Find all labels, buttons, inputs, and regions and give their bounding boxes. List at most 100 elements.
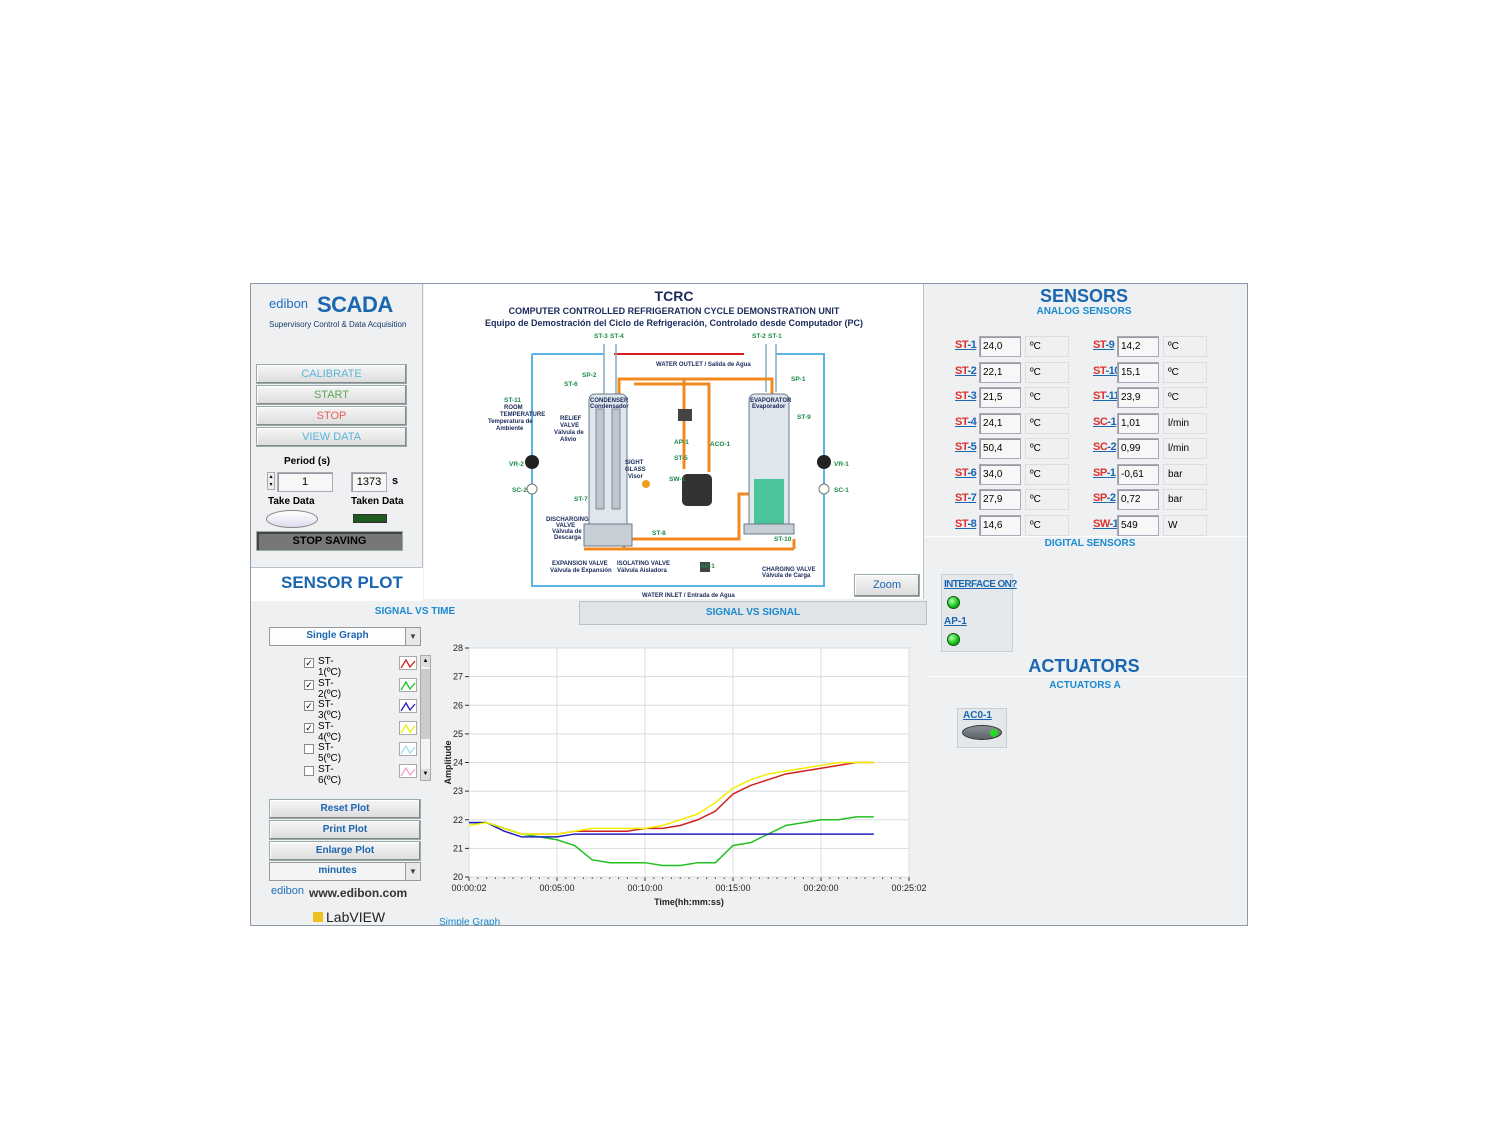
calibrate-button[interactable]: CALIBRATE [256,364,407,384]
sp-1-label: SP-1 [1093,466,1116,479]
sw-1-label: SW-1 [1093,517,1119,530]
scada-title: SCADA [317,292,393,317]
st-10-unit: ºC [1163,361,1207,383]
ac01-toggle[interactable] [962,725,1002,740]
plot-area: SIGNAL VS TIME SIGNAL VS SIGNAL Single G… [251,601,927,925]
scroll-up-icon[interactable]: ▲ [421,656,430,667]
svg-text:Temperatura de: Temperatura de [488,419,533,425]
svg-text:ST-7: ST-7 [574,496,588,503]
st-6-label: ST-6 [955,466,977,479]
chevron-down-icon[interactable]: ▼ [405,628,420,645]
sc-2-value: 0,99 [1117,438,1159,459]
st-5-value: 50,4 [979,438,1021,459]
svg-text:WATER INLET / Entrada de Agua: WATER INLET / Entrada de Agua [642,593,735,599]
reset-plot-button[interactable]: Reset Plot [269,799,421,819]
sw-1-value: 549 [1117,514,1159,536]
st-10-value: 15,1 [1117,361,1159,383]
channel-checkbox[interactable]: ✓ [304,722,314,733]
st-10-label: ST-10 [1093,364,1120,377]
enlarge-plot-button[interactable]: Enlarge Plot [269,841,421,861]
stop-saving-button[interactable]: STOP SAVING [256,531,403,551]
channel-color-swatch[interactable] [399,699,417,713]
sensor-plot-header: SENSOR PLOT [251,567,423,601]
time-unit-select[interactable]: minutes ▼ [269,862,421,881]
view-data-button[interactable]: VIEW DATA [256,427,407,447]
st-9-label: ST-9 [1093,339,1115,351]
svg-text:VALVE: VALVE [556,523,575,529]
compressor [682,474,712,506]
start-button[interactable]: START [256,385,407,405]
y-tick-label: 27 [453,672,463,682]
elapsed-display: 1373 [351,472,387,492]
svg-text:RELIEF: RELIEF [560,416,582,422]
x-tick-label: 00:05:00 [539,883,574,893]
st-7-value: 27,9 [979,489,1021,510]
scroll-down-icon[interactable]: ▼ [421,769,430,780]
website-link[interactable]: www.edibon.com [309,886,408,900]
svg-text:Ambiente: Ambiente [496,426,524,432]
svg-text:ST-4: ST-4 [610,333,624,340]
svg-text:AP-1: AP-1 [700,563,715,570]
channel-scrollbar[interactable]: ▲ ▼ [420,655,431,781]
svg-text:ST-5: ST-5 [674,455,688,462]
channel-color-swatch[interactable] [399,720,417,735]
channel-label: ST-2(ºC) [318,677,342,700]
svg-text:SC-1: SC-1 [834,487,849,494]
digital-sensors-title: DIGITAL SENSORS [1044,538,1136,549]
series-st-3-line [469,821,874,838]
channel-checkbox[interactable] [304,765,314,776]
zoom-button[interactable]: Zoom [854,574,920,597]
labview-wordmark: LabVIEW [326,909,386,925]
refrigeration-diagram: ST-3 ST-4 ST-2 ST-1 WATER OUTLET / Salid… [488,333,849,599]
svg-text:Válvula de Carga: Válvula de Carga [762,573,811,579]
svg-text:ST-1: ST-1 [768,333,782,340]
scada-subtitle: Supervisory Control & Data Acquisition [269,320,407,329]
channel-color-swatch[interactable] [399,742,417,756]
tab-signal-vs-time[interactable]: SIGNAL VS TIME [251,601,579,625]
channel-checkbox[interactable]: ✓ [304,679,314,690]
st-4-label: ST-4 [955,415,977,428]
svg-text:SC-2: SC-2 [512,487,527,494]
st-6-unit: ºC [1025,463,1069,485]
take-data-button[interactable] [266,510,318,528]
channel-checkbox[interactable]: ✓ [304,658,314,668]
st-2-value: 22,1 [979,361,1021,383]
period-label: Period (s) [284,456,331,467]
channel-color-swatch[interactable] [399,677,417,692]
channel-color-swatch[interactable] [399,763,417,778]
stop-button[interactable]: STOP [256,406,407,426]
st-9-unit: ºC [1163,336,1207,357]
sensors-title: SENSORS [1039,286,1129,306]
chevron-down-icon[interactable]: ▼ [405,863,420,880]
st-7-label: ST-7 [955,492,977,504]
svg-text:ACO-1: ACO-1 [710,441,731,448]
st-11-label: ST-11 [1093,390,1120,402]
vr1-valve [817,455,831,469]
labview-logo: LabVIEW [313,909,385,925]
graph-mode-select[interactable]: Single Graph ▼ [269,627,421,646]
channel-checkbox[interactable] [304,744,314,754]
svg-text:Descarga: Descarga [554,535,582,541]
condenser-tank [588,393,628,530]
period-stepper-icon[interactable]: ▴▾ [267,472,275,490]
period-input[interactable]: 1 [277,472,333,492]
tab-signal-vs-signal[interactable]: SIGNAL VS SIGNAL [579,601,927,625]
svg-text:VR-1: VR-1 [834,461,849,468]
channel-label: ST-5(ºC) [318,742,342,764]
st-1-unit: ºC [1025,336,1069,357]
print-plot-button[interactable]: Print Plot [269,820,421,840]
sc-1-unit: l/min [1163,412,1207,434]
labview-icon [313,912,323,922]
channel-label: ST-1(ºC) [318,656,342,678]
sp-1-unit: bar [1163,463,1207,485]
channel-color-swatch[interactable] [399,656,417,670]
channel-checkbox[interactable]: ✓ [304,701,314,711]
tab-signal-vs-time-label: SIGNAL VS TIME [374,606,456,617]
y-tick-label: 22 [453,815,463,825]
channel-label: ST-4(ºC) [318,720,342,743]
svg-text:Válvula de: Válvula de [554,430,584,436]
svg-text:ST-9: ST-9 [797,414,811,421]
scroll-thumb[interactable] [421,669,430,739]
svg-text:VALVE: VALVE [560,423,579,429]
st-8-value: 14,6 [979,514,1021,536]
